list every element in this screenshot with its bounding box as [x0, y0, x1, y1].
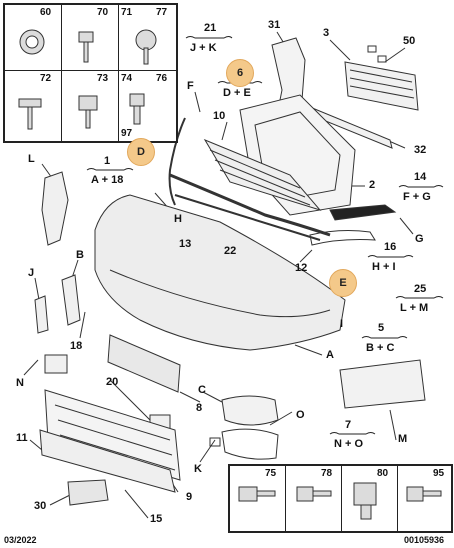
footer-ref: 00105936: [404, 535, 445, 545]
callout-number: 25: [414, 283, 427, 295]
part-label: 11: [16, 432, 28, 444]
callout-number: 5: [378, 322, 385, 334]
fastener-number: 71: [121, 7, 133, 18]
fastener-drawings: [18, 29, 157, 130]
part-label: L: [28, 153, 35, 165]
fastener-number: 74: [121, 73, 133, 84]
part-label: F: [187, 80, 194, 92]
callout-number: 14: [414, 171, 427, 183]
part-label: N: [16, 377, 24, 389]
part-label: 2: [369, 179, 376, 191]
part-label: B: [76, 249, 84, 261]
part-label: H: [174, 213, 182, 225]
part-label: K: [194, 463, 202, 475]
part-label: A: [326, 349, 334, 361]
part-label: C: [198, 384, 206, 396]
part-label: 22: [224, 245, 237, 257]
part-label: 9: [186, 491, 193, 503]
fastener-number: 77: [156, 7, 168, 18]
callout-sublabel: J + K: [190, 42, 217, 54]
part-label: G: [415, 233, 424, 245]
highlight-marker-6: 6: [226, 59, 254, 87]
fastener-number: 95: [433, 468, 445, 479]
callout-number: 7: [345, 419, 352, 431]
part-label: 15: [150, 513, 163, 525]
part-label: 12: [295, 262, 308, 274]
part-label: 10: [213, 110, 226, 122]
fastener-cell: [397, 465, 452, 532]
fastener-drawings: [238, 482, 442, 520]
part-label: 31: [268, 19, 281, 31]
fastener-number: 76: [156, 73, 168, 84]
part-label: 8: [196, 402, 203, 414]
callout-number: 16: [384, 241, 397, 253]
highlight-marker-e: E: [329, 269, 357, 297]
fastener-number: 72: [40, 73, 52, 84]
fastener-number: 75: [265, 468, 277, 479]
part-label: 50: [403, 35, 416, 47]
fastener-box-top: 60 70 71 77 72 73 74 76 97: [3, 3, 178, 143]
callout-sublabel: F + G: [403, 191, 431, 203]
part-label: I: [340, 318, 344, 330]
part-label: 20: [106, 376, 119, 388]
callout-sublabel: N + O: [334, 438, 364, 450]
callout-number: 21: [204, 22, 217, 34]
part-label: 30: [34, 500, 47, 512]
callout-number: 1: [104, 155, 111, 167]
part-label: 32: [414, 144, 427, 156]
part-label: 13: [179, 238, 192, 250]
fastener-number: 73: [97, 73, 109, 84]
fastener-number: 70: [97, 7, 109, 18]
footer-date: 03/2022: [4, 535, 37, 545]
part-label: O: [296, 409, 305, 421]
fastener-number: 60: [40, 7, 52, 18]
fastener-number: 97: [121, 128, 133, 139]
callout-sublabel: D + E: [223, 87, 251, 99]
fastener-number: 80: [377, 468, 389, 479]
callout-sublabel: H + I: [372, 261, 396, 273]
callout-sublabel: L + M: [400, 302, 429, 314]
fastener-number: 78: [321, 468, 333, 479]
part-label: J: [28, 267, 35, 279]
part-label: 3: [323, 27, 330, 39]
part-label: 18: [70, 340, 83, 352]
highlight-marker-d: D: [127, 138, 155, 166]
fastener-box-bottom: 75 78 80 95: [228, 464, 453, 533]
callout-sublabel: B + C: [366, 342, 395, 354]
callout-sublabel: A + 18: [91, 174, 124, 186]
part-label: M: [398, 433, 408, 445]
